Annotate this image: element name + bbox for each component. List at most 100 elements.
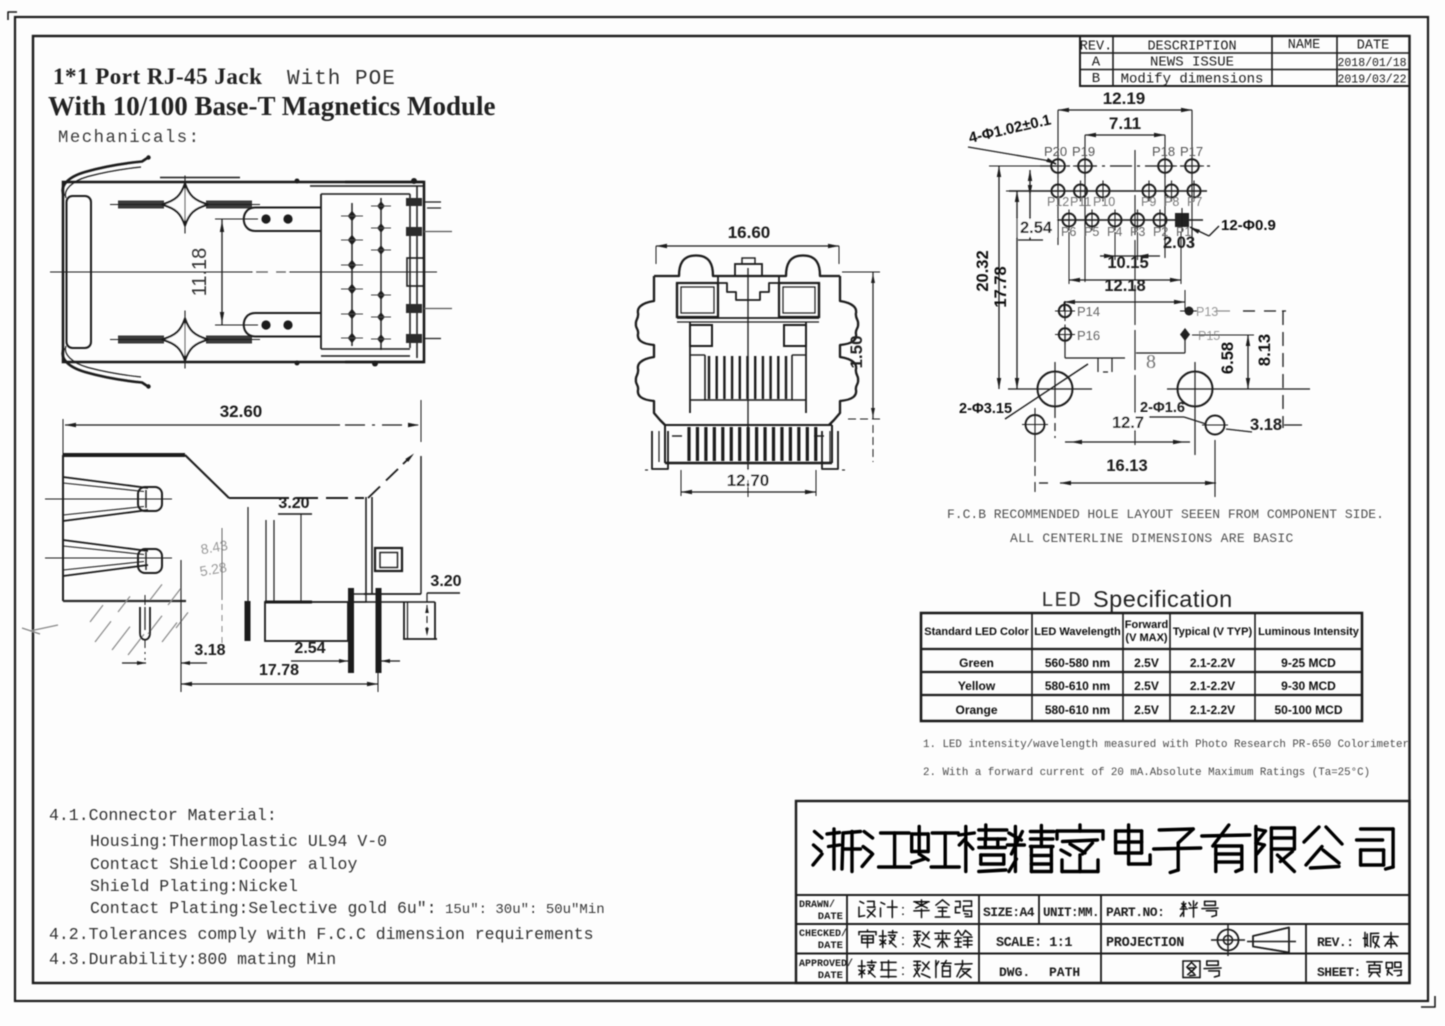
svg-text:Luminous Intensity: Luminous Intensity [1258, 626, 1360, 638]
svg-text:2.54: 2.54 [294, 640, 325, 657]
svg-text:1*1 Port RJ-45 Jack: 1*1 Port RJ-45 Jack [53, 64, 262, 89]
svg-text:1. LED intensity/wavelength me: 1. LED intensity/wavelength measured wit… [923, 739, 1409, 751]
svg-text:560-580 nm: 560-580 nm [1045, 656, 1110, 670]
svg-text:8: 8 [1146, 351, 1156, 373]
svg-text:REV.:: REV.: [1317, 935, 1354, 950]
svg-text:2.5V: 2.5V [1134, 656, 1159, 670]
svg-text:6.58: 6.58 [1219, 342, 1237, 374]
svg-text:2.1-2.2V: 2.1-2.2V [1190, 679, 1235, 693]
svg-text:P10: P10 [1093, 195, 1115, 209]
svg-text:DATE: DATE [818, 970, 843, 982]
svg-text:LED Wavelength: LED Wavelength [1034, 626, 1121, 638]
svg-text:P13: P13 [1196, 305, 1218, 319]
svg-text:580-610 nm: 580-610 nm [1045, 703, 1110, 717]
svg-text:Yellow: Yellow [958, 679, 996, 693]
svg-text:DWG.: DWG. [999, 965, 1030, 980]
svg-text:Green: Green [959, 656, 994, 670]
svg-text:3.18: 3.18 [194, 642, 225, 659]
svg-text:PROJECTION: PROJECTION [1106, 936, 1184, 951]
svg-text:DRAWN/: DRAWN/ [799, 899, 835, 911]
svg-text:12.18: 12.18 [1104, 277, 1145, 295]
svg-text:11.18: 11.18 [189, 248, 211, 297]
svg-text:DATE: DATE [818, 940, 843, 952]
svg-text:4.2.Tolerances comply with F.C: 4.2.Tolerances comply with F.C.C dimensi… [49, 925, 594, 944]
svg-text:Specification: Specification [1093, 586, 1233, 612]
svg-text:Modify dimensions: Modify dimensions [1121, 72, 1264, 88]
svg-text:DATE: DATE [818, 911, 843, 923]
svg-text:Contact Plating:Selective gold: Contact Plating:Selective gold 6u": [90, 899, 437, 918]
svg-text:50-100 MCD: 50-100 MCD [1274, 703, 1342, 717]
svg-text:B: B [1092, 71, 1100, 87]
svg-text:1.50: 1.50 [847, 335, 866, 368]
svg-text:ALL CENTERLINE DIMENSIONS ARE: ALL CENTERLINE DIMENSIONS ARE BASIC [1010, 531, 1294, 546]
svg-text:REV.: REV. [1080, 40, 1112, 55]
svg-text:2.1-2.2V: 2.1-2.2V [1190, 703, 1235, 717]
svg-text:P8: P8 [1164, 195, 1179, 209]
svg-text:8.13: 8.13 [1256, 334, 1274, 366]
svg-text:2019/03/22: 2019/03/22 [1337, 74, 1406, 87]
svg-text:LED: LED [1041, 590, 1082, 613]
svg-text:3.18: 3.18 [1250, 416, 1282, 434]
svg-text:9-30 MCD: 9-30 MCD [1281, 679, 1336, 693]
svg-text:3.20: 3.20 [430, 573, 461, 590]
svg-text:2.5V: 2.5V [1134, 679, 1159, 693]
svg-text:P17: P17 [1180, 144, 1203, 159]
svg-text:NEWS ISSUE: NEWS ISSUE [1150, 55, 1234, 71]
svg-text:P11: P11 [1070, 195, 1091, 209]
svg-text:NAME: NAME [1288, 38, 1320, 53]
svg-text:Contact Shield:Cooper alloy: Contact Shield:Cooper alloy [90, 855, 357, 874]
svg-text:2.03: 2.03 [1163, 234, 1195, 252]
svg-text:F.C.B RECOMMENDED HOLE LAYOUT: F.C.B RECOMMENDED HOLE LAYOUT SEEEN FROM… [947, 507, 1384, 522]
svg-text:9-25 MCD: 9-25 MCD [1281, 656, 1336, 670]
svg-text:P14: P14 [1077, 304, 1100, 319]
svg-text:10.15: 10.15 [1107, 254, 1148, 272]
svg-text:12.7: 12.7 [1112, 414, 1144, 432]
svg-text:P7: P7 [1187, 195, 1202, 209]
svg-text:17.78: 17.78 [259, 662, 299, 679]
svg-text:4.3.Durability:800 mating Min: 4.3.Durability:800 mating Min [49, 950, 336, 969]
svg-text:2-Φ3.15: 2-Φ3.15 [959, 401, 1012, 417]
svg-text:Orange: Orange [955, 703, 997, 717]
svg-text:4.1.Connector Material:: 4.1.Connector Material: [49, 806, 277, 825]
svg-text:P9: P9 [1141, 195, 1156, 209]
svg-text:580-610 nm: 580-610 nm [1045, 679, 1110, 693]
svg-text:Shield Plating:Nickel: Shield Plating:Nickel [90, 877, 298, 896]
svg-text:SHEET:: SHEET: [1317, 965, 1361, 980]
svg-text:With 10/100 Base-T Magnetics M: With 10/100 Base-T Magnetics Module [48, 91, 496, 121]
svg-text:Mechanicals:: Mechanicals: [58, 129, 200, 148]
svg-text:2.54: 2.54 [1020, 219, 1053, 237]
svg-text:A: A [1092, 55, 1101, 71]
svg-text:32.60: 32.60 [220, 402, 263, 421]
svg-text:P15: P15 [1198, 329, 1220, 343]
svg-text:16.60: 16.60 [728, 223, 771, 242]
svg-text:12-Φ0.9: 12-Φ0.9 [1221, 217, 1276, 234]
svg-text:Typical (V TYP): Typical (V TYP) [1173, 626, 1253, 638]
svg-text:Standard LED Color: Standard LED Color [924, 626, 1029, 638]
svg-text:APPROVED/: APPROVED/ [799, 958, 853, 970]
svg-text::: : [901, 932, 905, 949]
svg-text:Forward: Forward [1125, 619, 1168, 631]
svg-text:PATH: PATH [1049, 965, 1080, 980]
svg-text:P19: P19 [1072, 144, 1095, 159]
svg-text:SCALE: 1:1: SCALE: 1:1 [996, 936, 1072, 951]
svg-text::: : [901, 902, 905, 919]
svg-text:2018/01/18: 2018/01/18 [1337, 57, 1406, 70]
svg-text:2.5V: 2.5V [1134, 703, 1159, 717]
svg-text:12.19: 12.19 [1103, 89, 1146, 108]
svg-text:P18: P18 [1152, 144, 1175, 159]
svg-text:P20: P20 [1044, 144, 1067, 159]
svg-text:16.13: 16.13 [1106, 457, 1147, 475]
svg-text:20.32: 20.32 [974, 250, 992, 291]
svg-text:7.11: 7.11 [1109, 114, 1141, 133]
svg-text:15u": 30u": 50u"Min: 15u": 30u": 50u"Min [445, 902, 605, 918]
svg-text:DESCRIPTION: DESCRIPTION [1147, 40, 1236, 55]
svg-text:2. With a forward current of 2: 2. With a forward current of 20 mA.Absol… [923, 767, 1370, 779]
svg-text:With POE: With POE [287, 68, 396, 91]
svg-text:P12: P12 [1047, 195, 1069, 209]
svg-text:CHECKED/: CHECKED/ [799, 928, 847, 940]
svg-text:DATE: DATE [1357, 39, 1389, 54]
svg-text:P5: P5 [1084, 225, 1099, 239]
svg-text:3.20: 3.20 [278, 495, 309, 512]
svg-text::: : [901, 962, 905, 979]
svg-text:(V MAX): (V MAX) [1125, 632, 1168, 644]
